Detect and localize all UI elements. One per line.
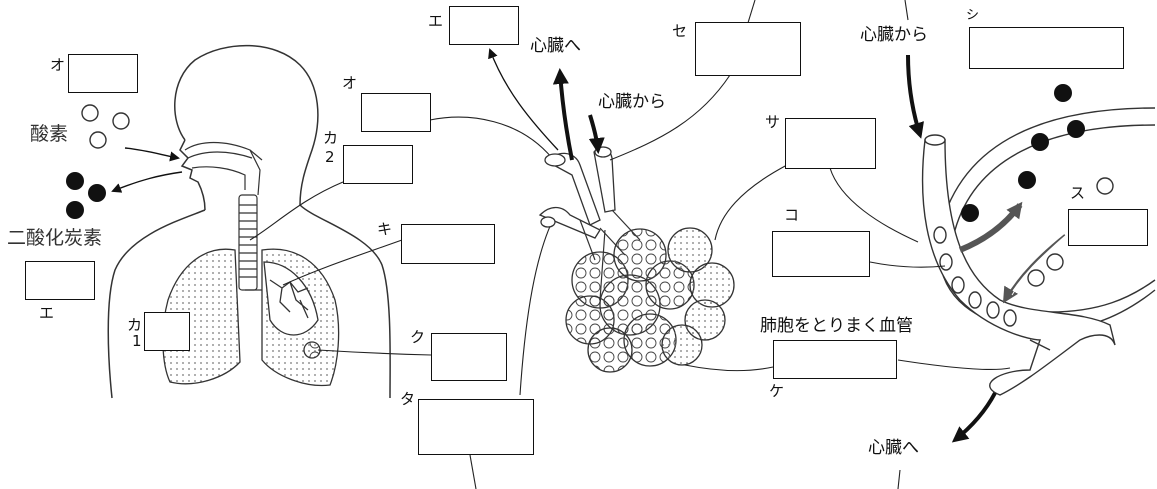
from-heart-arrow-1 (588, 114, 605, 154)
leader-lines-right (829, 0, 1011, 489)
capillary-label: 肺胞をとりまく血管 (760, 316, 913, 336)
label-ke: ケ (769, 382, 785, 400)
label-ka1-number: 1 (132, 332, 142, 350)
thin-arrow-e (488, 48, 559, 151)
human-body-outline (107, 44, 391, 399)
to-heart-label-1: 心臓へ (530, 36, 581, 56)
label-ki: キ (377, 220, 393, 238)
answer-box-ta[interactable] (418, 399, 534, 455)
leader-lines-left (249, 116, 559, 396)
from-heart-label-1: 心臓から (598, 92, 666, 112)
answer-box-sa[interactable] (785, 118, 876, 169)
label-ta: タ (400, 390, 416, 408)
answer-box-ka2[interactable] (343, 145, 413, 184)
to-heart-label-2: 心臓へ (868, 438, 919, 458)
carbon-dioxide-molecules (66, 172, 106, 219)
o2-in-arrow (1002, 234, 1066, 304)
answer-box-e-left[interactable] (25, 261, 95, 300)
from-heart-label-2: 心臓から (860, 25, 928, 45)
co2-out-arrow (958, 201, 1023, 253)
answer-box-ka1[interactable] (144, 312, 190, 351)
label-se: セ (672, 22, 688, 40)
label-sa: サ (765, 113, 781, 131)
label-ka1: カ (127, 316, 143, 334)
label-ka2-number: 2 (325, 148, 335, 166)
label-o-left: オ (50, 56, 66, 74)
to-heart-arrow-1 (552, 68, 574, 161)
to-heart-arrow-2 (951, 392, 997, 443)
label-su: ス (1070, 184, 1086, 202)
label-e-top: エ (428, 12, 444, 30)
alveoli-cluster (538, 146, 735, 373)
label-o-mid: オ (342, 74, 358, 92)
nasal-cavity (184, 141, 263, 196)
label-shi: シ (966, 8, 980, 23)
oxygen-text: 酸素 (30, 123, 69, 145)
answer-box-ko[interactable] (772, 231, 870, 277)
answer-box-shi[interactable] (969, 27, 1124, 69)
o2-circles-right (1027, 177, 1114, 287)
answer-box-su[interactable] (1068, 209, 1148, 246)
answer-box-se[interactable] (695, 22, 801, 76)
answer-box-o-mid[interactable] (361, 93, 431, 132)
carbon-dioxide-text: 二酸化炭素 (7, 227, 103, 249)
label-ka2: カ (323, 129, 339, 147)
answer-box-o-left[interactable] (68, 54, 138, 93)
alveolus-closeup (921, 107, 1156, 396)
lungs (162, 248, 340, 387)
from-heart-arrow-2 (906, 54, 924, 139)
label-ko: コ (784, 206, 800, 224)
answer-box-ku[interactable] (431, 333, 507, 381)
exhale-arrow (111, 171, 183, 193)
answer-box-e-top[interactable] (449, 6, 519, 45)
co2-dots-right (961, 84, 1085, 222)
answer-box-ke[interactable] (773, 340, 897, 379)
label-e-left: エ (39, 304, 55, 322)
oxygen-molecules (81, 104, 130, 149)
answer-box-ki[interactable] (401, 224, 495, 264)
inhale-arrow (124, 147, 180, 162)
trachea (238, 194, 258, 291)
label-ku: ク (410, 328, 426, 346)
